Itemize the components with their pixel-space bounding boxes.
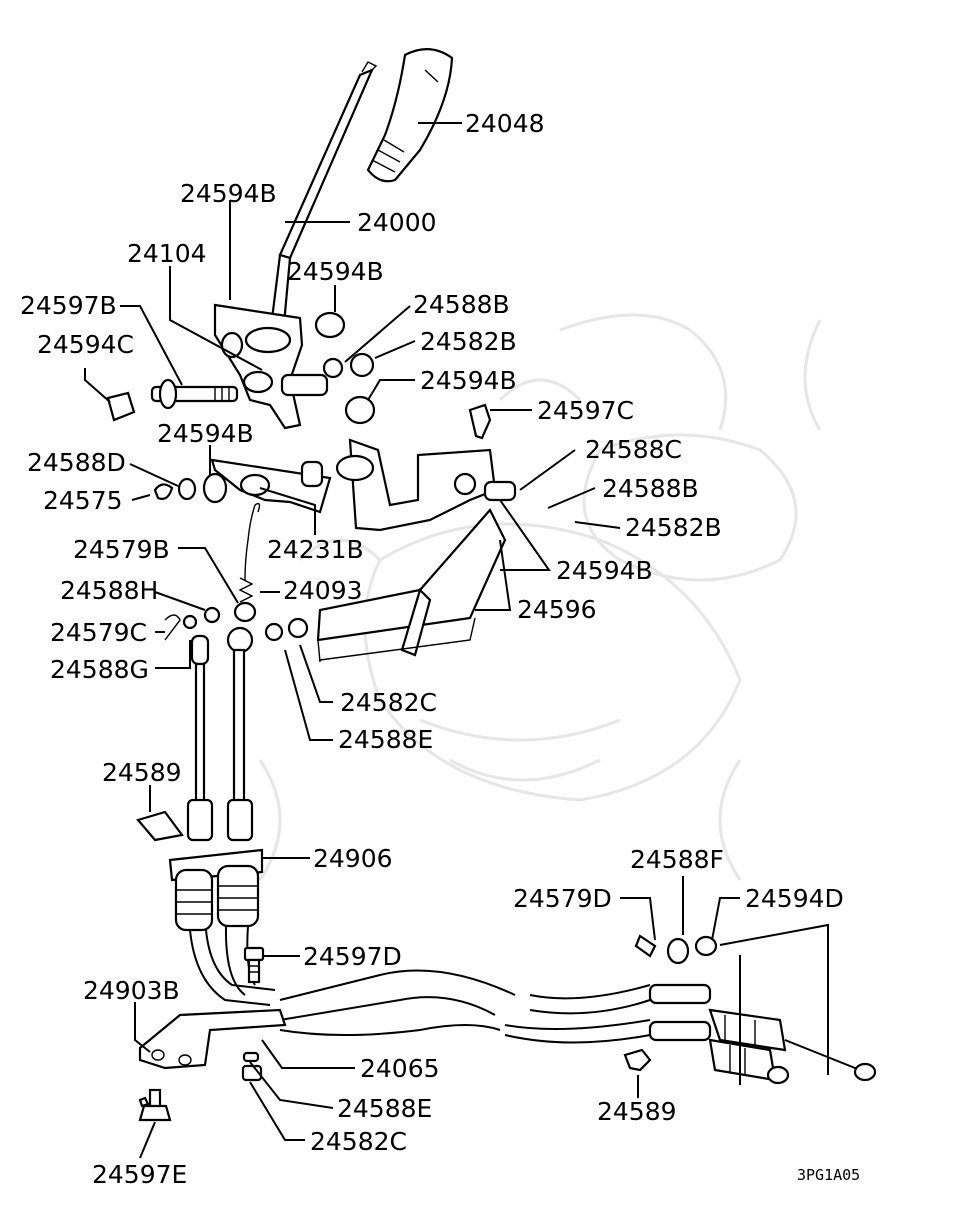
label-24594d: 24594D: [745, 884, 844, 913]
label-24231b: 24231B: [267, 535, 364, 564]
control-cables: [168, 626, 877, 1085]
figure-code: 3PG1A05: [797, 1166, 860, 1184]
label-24000: 24000: [357, 208, 437, 237]
label-24594b-d: 24594B: [157, 419, 254, 448]
lever-housing: [213, 303, 329, 430]
cable-bracket-24903b: [138, 1008, 287, 1070]
label-24588d: 24588D: [27, 448, 126, 477]
label-24579b: 24579B: [73, 535, 170, 564]
label-24594b-e: 24594B: [556, 556, 653, 585]
label-24594b-c: 24594B: [420, 366, 517, 395]
label-24597b: 24597B: [20, 291, 117, 320]
label-24588f: 24588F: [630, 845, 724, 874]
label-24594c: 24594C: [37, 330, 134, 359]
label-24048: 24048: [465, 109, 545, 138]
label-24093: 24093: [283, 576, 363, 605]
label-24588b-b: 24588B: [602, 474, 699, 503]
shift-lever: [268, 61, 378, 337]
label-24596: 24596: [517, 595, 597, 624]
bushing-parts: [314, 311, 492, 440]
label-24579c: 24579C: [50, 618, 147, 647]
label-24597c: 24597C: [537, 396, 634, 425]
watermark-emblem: [258, 313, 822, 881]
select-lever-24231b: [153, 454, 375, 514]
label-24589-a: 24589: [102, 758, 182, 787]
label-24588c: 24588C: [585, 435, 682, 464]
shift-knob: [366, 48, 454, 183]
small-clips: [164, 601, 309, 642]
label-24582c-b: 24582C: [310, 1127, 407, 1156]
label-24589-b: 24589: [597, 1097, 677, 1126]
label-24903b: 24903B: [83, 976, 180, 1005]
label-24582b-b: 24582B: [625, 513, 722, 542]
label-24588e-a: 24588E: [338, 725, 433, 754]
label-24594b-b: 24594B: [287, 257, 384, 286]
label-24597d: 24597D: [303, 942, 402, 971]
label-24065: 24065: [360, 1054, 440, 1083]
spring-24093: [238, 502, 261, 603]
bracket-24596: [316, 438, 517, 663]
part-labels: 24048 24594B 24000 24104 24594B 24597B 2…: [20, 109, 860, 1189]
bolt-24597b: [150, 378, 239, 410]
lower-fasteners: [136, 810, 718, 1122]
label-24906: 24906: [313, 844, 393, 873]
label-24588h: 24588H: [60, 576, 158, 605]
label-24597e: 24597E: [92, 1160, 187, 1189]
label-24104: 24104: [127, 239, 207, 268]
label-24575: 24575: [43, 486, 123, 515]
label-24579d: 24579D: [513, 884, 612, 913]
label-24582b-a: 24582B: [420, 327, 517, 356]
leader-lines: [84, 122, 829, 1159]
cap-24594c: [106, 391, 136, 422]
label-24594b-a: 24594B: [180, 179, 277, 208]
label-24588e-b: 24588E: [337, 1094, 432, 1123]
label-24588g: 24588G: [50, 655, 149, 684]
label-24582c-a: 24582C: [340, 688, 437, 717]
label-24588b-a: 24588B: [413, 290, 510, 319]
